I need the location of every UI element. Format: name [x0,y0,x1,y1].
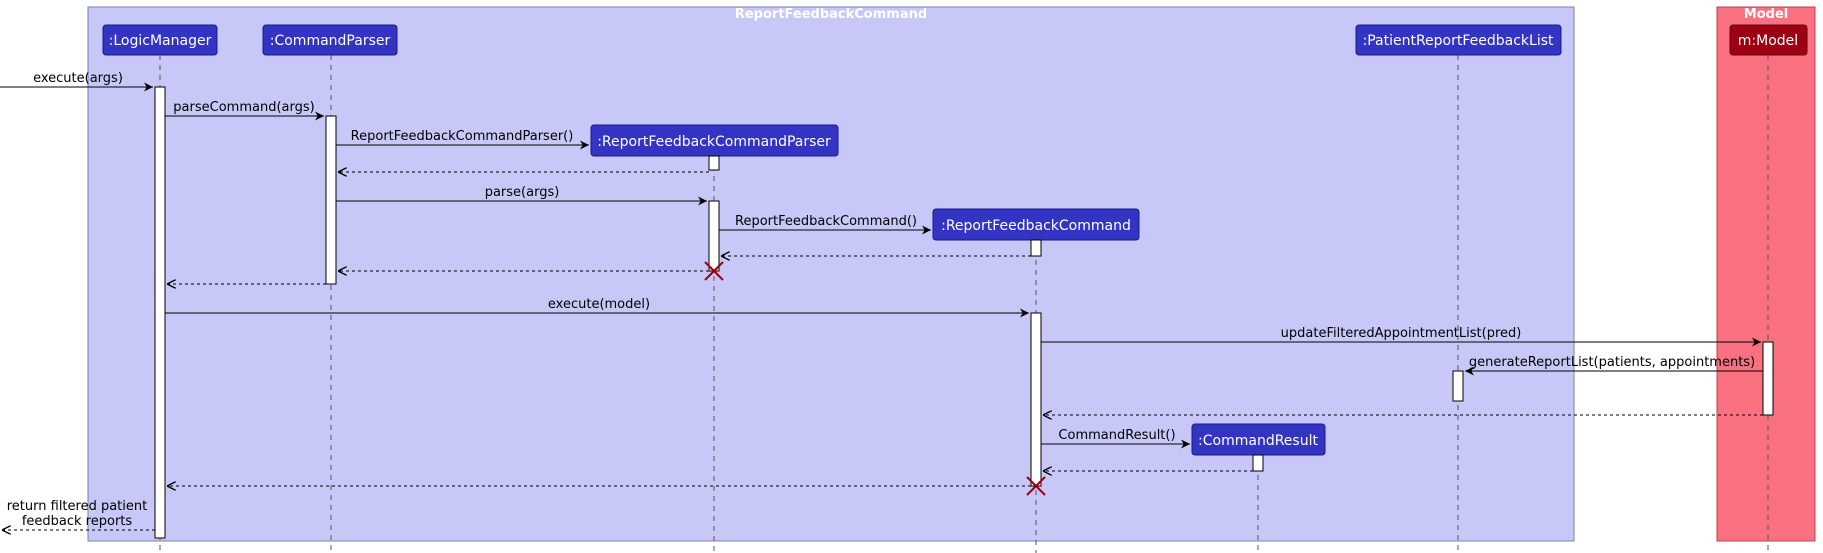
participant-label: :PatientReportFeedbackList [1362,33,1554,49]
logic-box-title: ReportFeedbackCommand [735,7,927,22]
message-label-create-result: CommandResult() [1058,428,1175,443]
participant-label: :CommandResult [1198,433,1318,449]
activation-command-parser [325,115,337,285]
activation-command-result [1252,454,1264,472]
participant-model: m:Model [1729,24,1808,56]
message-label-parse-command: parseCommand(args) [173,100,314,115]
participant-rfc: :ReportFeedbackCommand [932,208,1140,241]
participant-patient-report-list: :PatientReportFeedbackList [1355,24,1562,56]
message-label-update-filtered: updateFilteredAppointmentList(pred) [1281,326,1522,341]
participant-box [1355,24,1562,56]
participant-command-result: :CommandResult [1191,423,1326,456]
activation-rfc-parser-create [708,155,720,171]
logic-box: ReportFeedbackCommand [87,6,1575,542]
participant-command-parser: :CommandParser [262,24,398,56]
message-label-create-command: ReportFeedbackCommand() [735,214,917,229]
activation-patient-report-list [1452,370,1464,402]
message-label-return-line2: feedback reports [22,514,133,529]
message-label-create-parser: ReportFeedbackCommandParser() [351,129,574,144]
message-label-execute-args: execute(args) [33,71,123,86]
message-label-parse: parse(args) [485,185,560,200]
message-label-return-line1: return filtered patient [7,499,147,514]
participant-rfc-parser: :ReportFeedbackCommandParser [590,124,839,157]
logic-box-background [87,6,1575,542]
activation-rfc-create [1030,239,1042,257]
activation-rfc-execute [1030,312,1042,487]
model-box-title: Model [1744,7,1788,22]
participant-box [1729,24,1808,56]
model-box-background [1716,6,1816,542]
activation-model [1762,341,1774,416]
message-label-execute-model: execute(model) [548,297,650,312]
participant-label: :ReportFeedbackCommandParser [597,134,831,150]
participant-label: m:Model [1738,33,1798,49]
destroy-rfc-icon [1026,476,1046,496]
participant-logic-manager: :LogicManager [102,24,218,56]
model-box: Model [1716,6,1816,542]
message-label-generate-report: generateReportList(patients, appointment… [1469,355,1755,370]
activation-logic-manager [154,86,166,539]
participant-box [262,24,398,56]
destroy-rfc-parser-icon [704,261,724,281]
participant-label: :ReportFeedbackCommand [941,218,1131,234]
participant-label: :CommandParser [270,33,391,49]
participant-label: :LogicManager [109,33,212,49]
participant-box [102,24,218,56]
activation-rfc-parser-parse [708,200,720,272]
